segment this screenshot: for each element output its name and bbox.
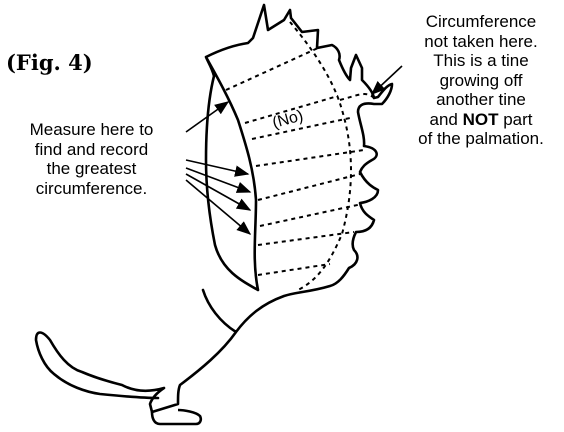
measure-note-line: circumference. [0,179,183,199]
tine-note-line-emphasis: and NOT part [396,110,564,130]
measure-note: Measure here to find and record the grea… [0,120,183,198]
antler-burr [152,410,201,424]
tine-note-line: growing off [396,71,564,91]
tine-note-suffix: part [498,110,532,129]
tine-note-line: Circumference [396,12,564,32]
tine-note-line: another tine [396,90,564,110]
measure-note-line: find and record [0,140,183,160]
tine-note-line: of the palmation. [396,129,564,149]
circumference-line [258,174,360,200]
circumference-line [226,48,318,90]
tine-base-line [340,94,374,100]
figure-label: (Fig. 4) [6,50,93,75]
measure-note-line: Measure here to [0,120,183,140]
tine-note-line: This is a tine [396,51,564,71]
tine-note-line: not taken here. [396,32,564,52]
circumference-line [256,150,364,166]
measure-note-line: the greatest [0,159,183,179]
tine-note-prefix: and [429,110,462,129]
tine-note-not: NOT [463,110,499,129]
measure-arrows [186,102,250,234]
tine-note: Circumference not taken here. This is a … [396,12,564,149]
